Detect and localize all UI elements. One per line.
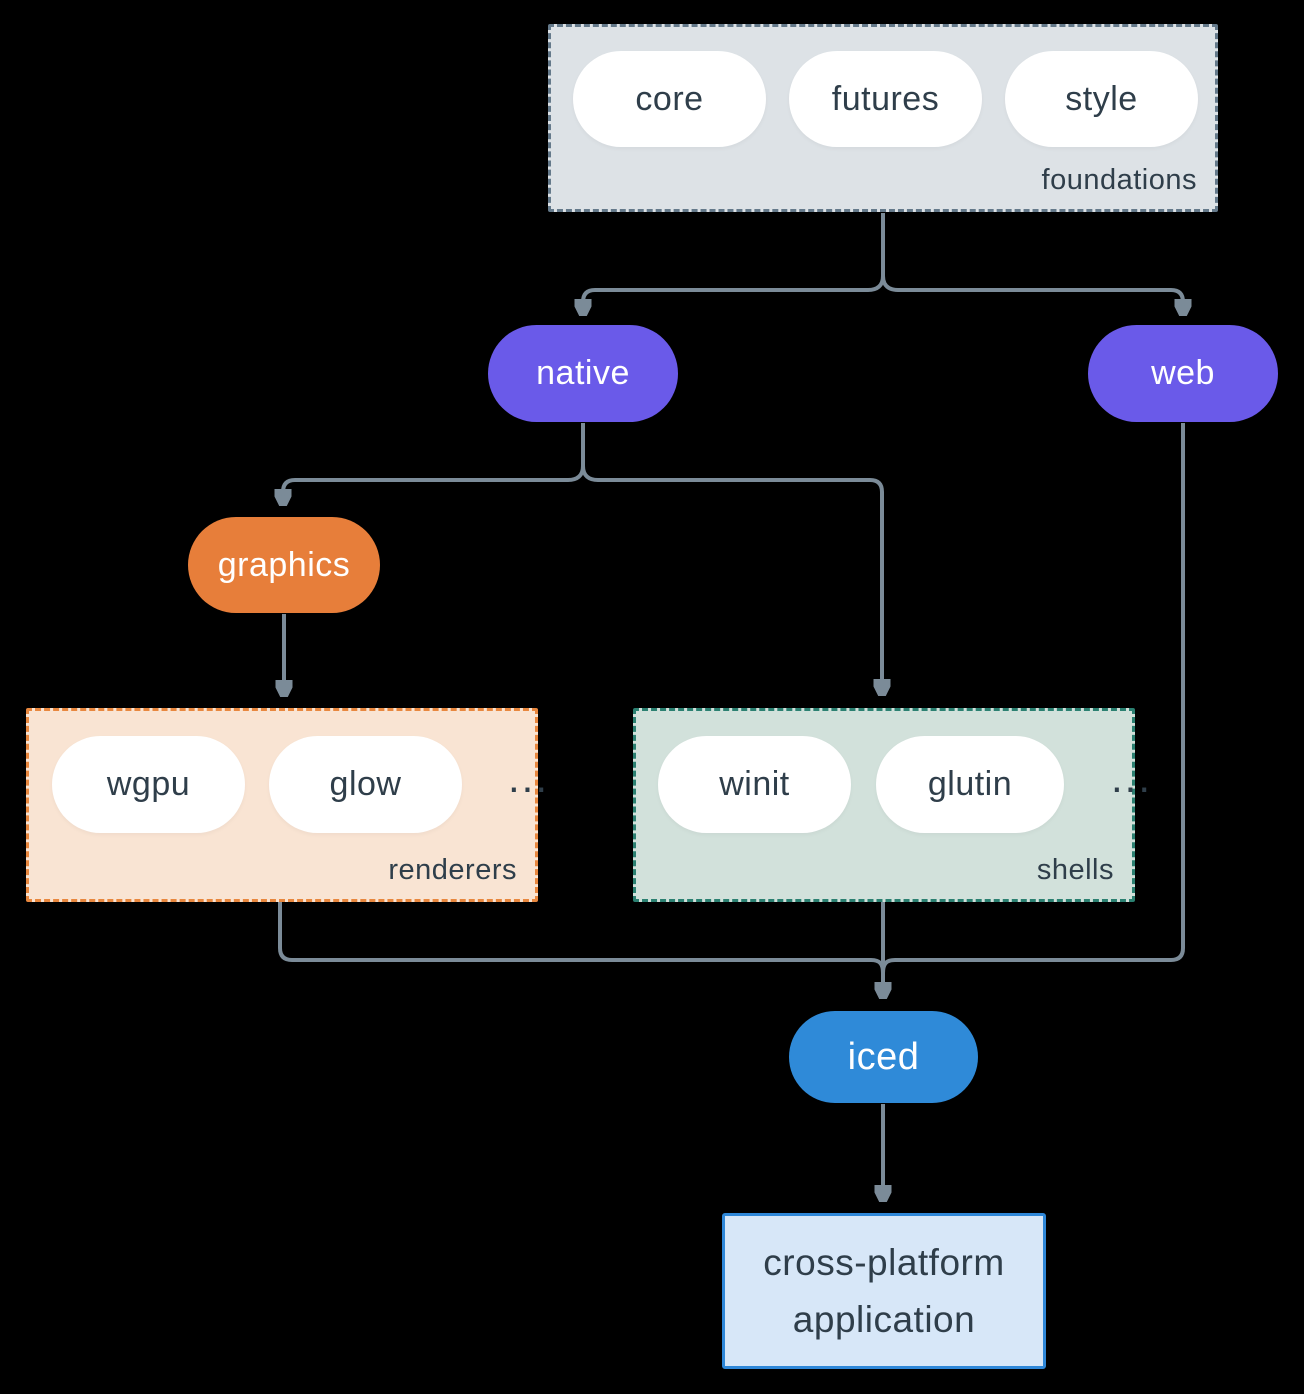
connector-native-to-graphics: [283, 465, 585, 501]
renderers-pill-row: wgpu glow ...: [52, 736, 549, 833]
connector-foundations-to-web: [881, 275, 1183, 311]
crate-futures: futures: [789, 51, 982, 147]
foundations-label: foundations: [1041, 164, 1197, 196]
node-graphics: graphics: [188, 517, 380, 613]
crate-style: style: [1005, 51, 1198, 147]
shells-label: shells: [1036, 854, 1114, 886]
foundations-pill-row: core futures style: [573, 51, 1198, 147]
shells-group: winit glutin ... shells: [633, 708, 1150, 902]
application-label-line1: cross-platform: [763, 1241, 1005, 1283]
node-web: web: [1088, 325, 1278, 422]
node-iced: iced: [789, 1011, 978, 1103]
renderers-label: renderers: [388, 854, 517, 886]
shells-ellipsis: ...: [1111, 753, 1153, 801]
crate-winit: winit: [658, 736, 851, 833]
connector-foundations-to-native: [583, 275, 885, 311]
crate-glutin: glutin: [876, 736, 1064, 833]
connector-native-to-shells: [581, 465, 882, 691]
renderers-group: wgpu glow ... renderers: [26, 708, 547, 902]
foundations-group: core futures style foundations: [548, 24, 1218, 212]
shells-pill-row: winit glutin ...: [658, 736, 1152, 833]
node-native: native: [488, 325, 678, 422]
connector-renderers-merge: [278, 902, 885, 974]
crate-wgpu: wgpu: [52, 736, 245, 833]
cross-platform-application-box: cross-platform application: [722, 1213, 1046, 1369]
renderers-ellipsis: ...: [508, 753, 550, 801]
crate-glow: glow: [269, 736, 462, 833]
crate-core: core: [573, 51, 766, 147]
application-label-line2: application: [792, 1299, 976, 1340]
